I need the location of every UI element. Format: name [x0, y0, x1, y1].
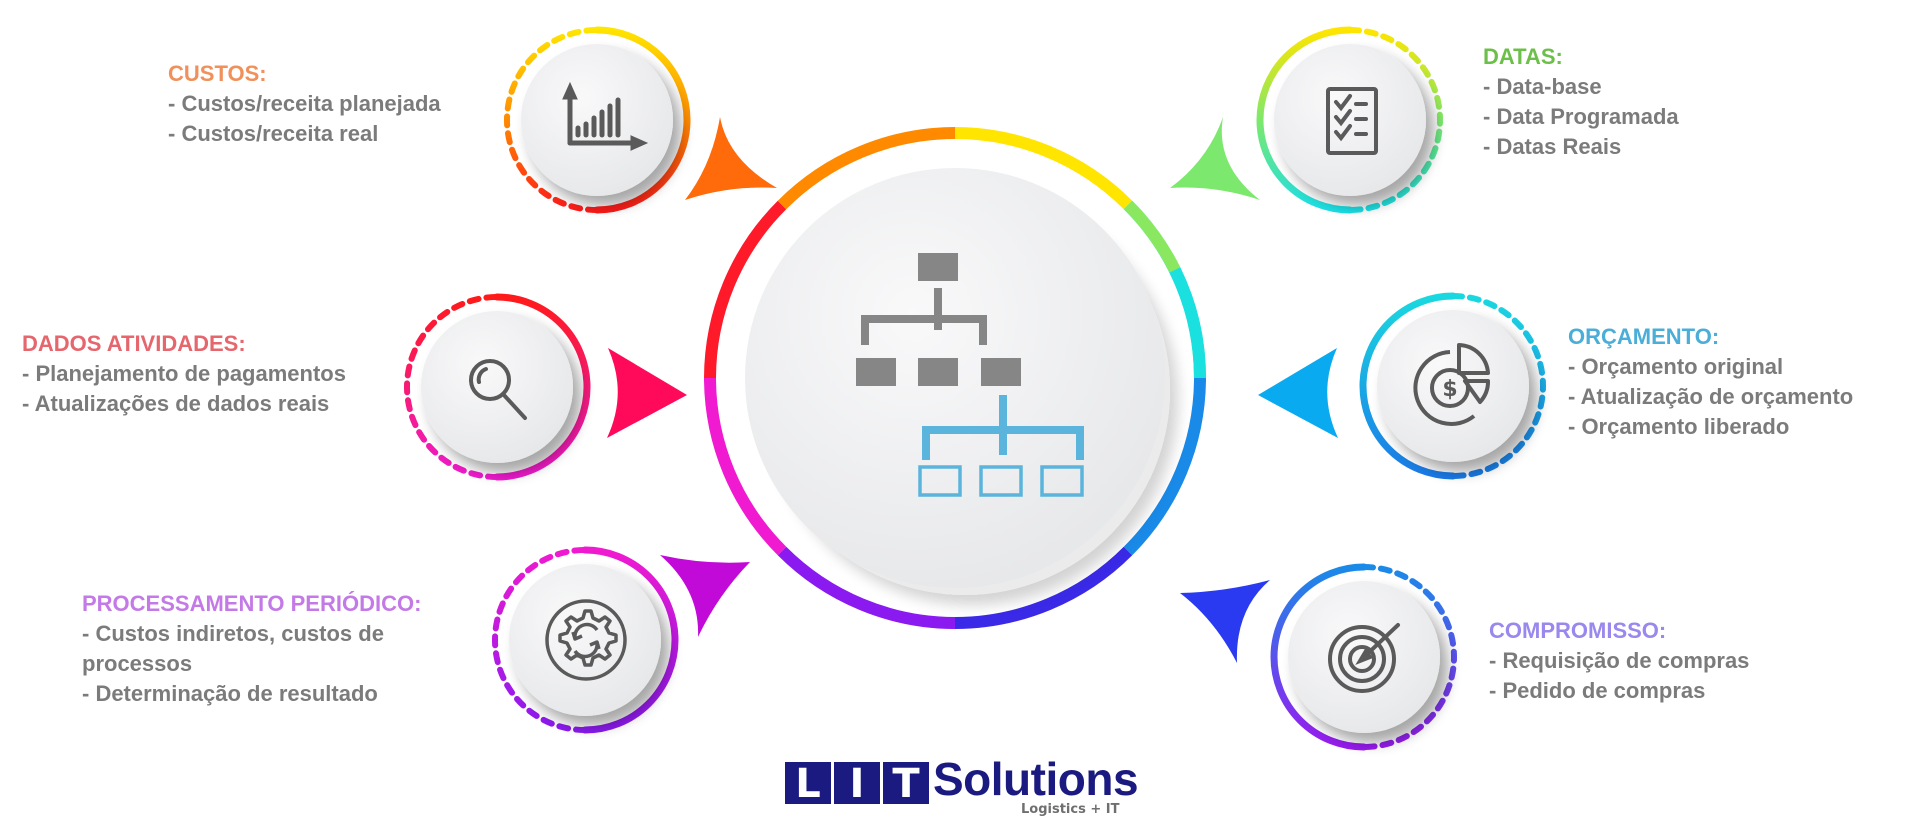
node-compromisso-item: - Requisição de compras: [1489, 648, 1750, 673]
node-compromisso-title: COMPROMISSO:: [1489, 618, 1667, 643]
dollar-pie-chart-icon: $: [1413, 343, 1491, 426]
center-rainbow-ring: [704, 127, 1207, 629]
org-chart-hierarchy-icon: [856, 253, 1084, 497]
node-orcamento-item: - Atualização de orçamento: [1568, 384, 1854, 409]
bar-chart-growth-icon: [562, 81, 649, 151]
node-datas-item: - Data-base: [1483, 74, 1602, 99]
logo-wordmark: Solutions: [933, 753, 1139, 805]
target-dart-icon: [1328, 623, 1400, 693]
logo-letter: L: [785, 762, 831, 806]
logo-letter: I: [834, 762, 880, 806]
node-dados-text: DADOS ATIVIDADES: - Planejamento de paga…: [22, 329, 346, 419]
node-dados-item: - Atualizações de dados reais: [22, 391, 330, 416]
node-datas-title: DATAS:: [1483, 44, 1563, 69]
node-processamento-item: - Custos indiretos, custos de: [82, 621, 384, 646]
arrows: [607, 117, 1338, 663]
gear-refresh-icon: [545, 599, 627, 681]
node-custos-title: CUSTOS:: [168, 61, 267, 86]
node-datas-item: - Datas Reais: [1483, 134, 1622, 159]
node-custos-circle: [504, 26, 691, 214]
node-processamento-item: - Determinação de resultado: [82, 681, 378, 706]
node-processamento-text: PROCESSAMENTO PERIÓDICO: - Custos indire…: [82, 589, 421, 709]
node-custos-text: CUSTOS: - Custos/receita planejada - Cus…: [168, 59, 441, 149]
magnifier-search-icon: [469, 359, 527, 420]
node-compromisso-text: COMPROMISSO: - Requisição de compras - P…: [1489, 616, 1749, 706]
node-orcamento-text: ORÇAMENTO: - Orçamento original - Atuali…: [1568, 322, 1853, 442]
lit-solutions-logo: L I T Solutions Logistics + IT: [785, 753, 1145, 818]
checklist-icon: [1326, 87, 1378, 155]
node-custos-item: - Custos/receita real: [168, 121, 379, 146]
logo-letter-boxes: L I T: [785, 762, 929, 806]
node-processamento-title: PROCESSAMENTO PERIÓDICO:: [82, 591, 422, 616]
node-custos-item: - Custos/receita planejada: [168, 91, 441, 116]
node-datas-circle: [1256, 26, 1443, 214]
node-dados-title: DADOS ATIVIDADES:: [22, 331, 246, 356]
node-processamento-item: processos: [82, 651, 193, 676]
arrow-orcamento: [1258, 348, 1338, 438]
node-orcamento-item: - Orçamento original: [1568, 354, 1784, 379]
node-dados-item: - Planejamento de pagamentos: [22, 361, 346, 386]
arrow-processamento: [660, 555, 750, 637]
arrow-custos: [685, 117, 777, 200]
arrow-compromisso: [1180, 580, 1270, 663]
node-datas-item: - Data Programada: [1483, 104, 1679, 129]
logo-letter: T: [883, 762, 929, 806]
node-orcamento-item: - Orçamento liberado: [1568, 414, 1790, 439]
node-orcamento-title: ORÇAMENTO:: [1568, 324, 1720, 349]
logo-tagline: Logistics + IT: [1021, 802, 1120, 817]
node-compromisso-item: - Pedido de compras: [1489, 678, 1706, 703]
arrow-dados: [607, 348, 687, 438]
node-orcamento-circle: $: [1359, 292, 1546, 480]
node-datas-text: DATAS: - Data-base - Data Programada - D…: [1483, 42, 1679, 162]
node-compromisso-circle: [1270, 563, 1457, 751]
node-dados-circle: [404, 293, 591, 481]
arrow-datas: [1170, 117, 1260, 200]
node-processamento-circle: [492, 546, 679, 734]
svg-text:$: $: [1442, 377, 1457, 402]
